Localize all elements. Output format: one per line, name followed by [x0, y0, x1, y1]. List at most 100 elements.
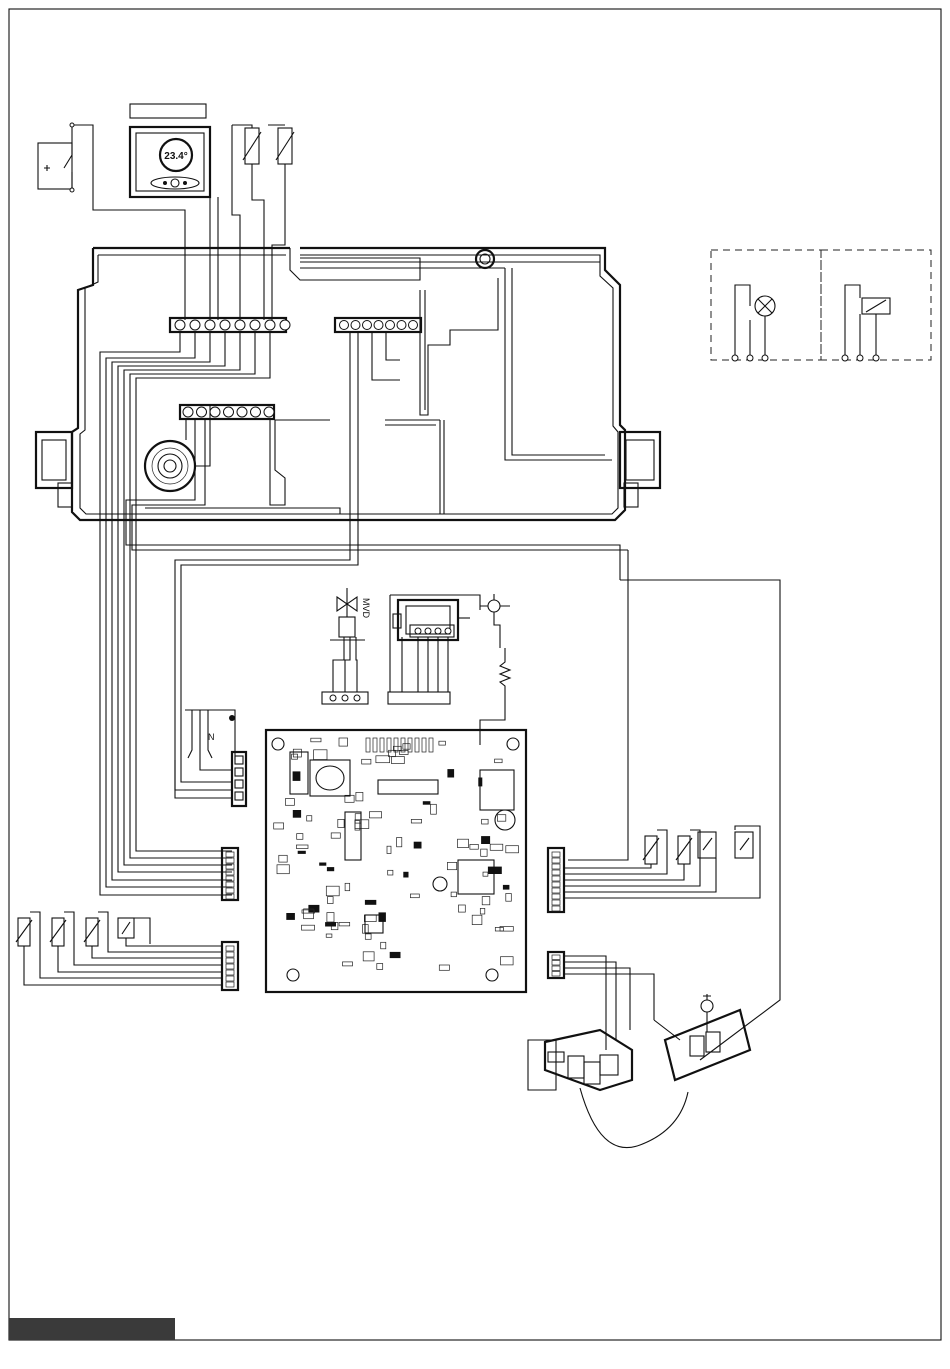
pcb-component — [373, 738, 377, 752]
pcb-component — [459, 905, 466, 912]
pcb-component — [503, 885, 510, 890]
control-panel-display: 23.4° — [130, 104, 218, 320]
pcb-component — [497, 815, 505, 822]
pcb-component — [495, 759, 503, 763]
pcb-component — [345, 883, 350, 890]
pcb-component — [470, 844, 478, 849]
pcb-component — [447, 862, 456, 869]
connector-pin — [552, 858, 560, 863]
terminal-pin — [183, 407, 193, 417]
pcb-component — [293, 771, 301, 781]
connector-pin — [552, 900, 560, 905]
pcb-component — [328, 897, 334, 904]
pcb-component — [381, 942, 386, 949]
terminal-pin — [363, 321, 372, 330]
terminal-pin — [264, 407, 274, 417]
mains-plug: N — [175, 710, 246, 806]
terminal-pin — [265, 320, 275, 330]
pcb-component — [481, 836, 490, 844]
connector-pin — [552, 966, 560, 971]
diverter-valve: MVD — [322, 588, 371, 704]
pcb-component — [274, 823, 284, 829]
terminal-pin — [210, 407, 220, 417]
pcb-component — [480, 908, 485, 914]
pcb-component — [356, 792, 363, 801]
pcb-component — [293, 810, 301, 818]
pcb-component — [365, 900, 376, 905]
gas-valve — [528, 956, 688, 1148]
pressure-gauge — [476, 250, 494, 268]
pcb-component — [286, 913, 295, 920]
pcb-component — [380, 738, 384, 752]
pcb-component — [302, 925, 315, 930]
connector-pin — [226, 958, 234, 963]
pcb-component — [327, 913, 334, 922]
pcb-component — [488, 867, 502, 874]
pcb-component — [377, 964, 383, 970]
connector-pin — [552, 882, 560, 887]
room-thermostat — [38, 123, 185, 320]
pcb-connector-right-lower — [548, 952, 564, 978]
terminal-pin — [175, 320, 185, 330]
footer-bar — [9, 1318, 175, 1340]
pcb-component — [326, 934, 332, 937]
pcb-component — [447, 769, 454, 777]
pcb-connector-left-upper — [222, 848, 238, 900]
accessory-lamp-box — [711, 250, 821, 361]
lower-left-sensors — [16, 912, 222, 985]
page-frame — [9, 9, 941, 1340]
pcb-connector-right-upper — [548, 848, 564, 912]
pcb-component — [298, 851, 306, 854]
terminal-strip-lower — [180, 405, 274, 419]
connector-pin — [226, 976, 234, 981]
terminal-pin — [409, 321, 418, 330]
connector-pin — [552, 955, 560, 960]
pcb-component — [403, 744, 410, 750]
terminal-pin — [280, 320, 290, 330]
terminal-strip-left — [170, 318, 290, 332]
pcb-component — [327, 867, 334, 871]
terminal-pin — [205, 320, 215, 330]
pcb-component — [311, 738, 321, 742]
pcb-component — [458, 839, 469, 847]
connector-pin — [226, 882, 234, 887]
pcb-component — [376, 756, 390, 763]
terminal-pin — [220, 320, 230, 330]
pcb-component — [431, 804, 437, 814]
connector-pin — [552, 906, 560, 911]
terminal-pin — [190, 320, 200, 330]
terminal-pin — [237, 407, 247, 417]
spark-electrode — [654, 994, 750, 1080]
terminal-strip-right — [335, 318, 421, 332]
pcb-component — [390, 952, 401, 958]
terminal-pin — [351, 321, 360, 330]
pcb-component — [501, 957, 514, 965]
pcb-component — [423, 801, 431, 805]
pcb-component — [403, 872, 408, 878]
fan-motor — [388, 595, 480, 704]
connector-pin — [226, 858, 234, 863]
connector-pin — [552, 876, 560, 881]
pcb-component — [388, 870, 393, 875]
terminal-pin — [374, 321, 383, 330]
pcb-component — [366, 738, 370, 752]
terminal-pin — [197, 407, 207, 417]
terminal-pin — [250, 320, 260, 330]
pcb-component — [414, 842, 422, 849]
terminal-pin — [251, 407, 261, 417]
connector-pin — [226, 982, 234, 987]
pcb-component — [481, 849, 487, 856]
electrode-icon — [701, 1000, 713, 1012]
pcb-component — [339, 738, 348, 746]
transformer — [145, 405, 210, 491]
pcb-component — [490, 844, 503, 850]
pressure-switch — [480, 594, 510, 648]
pcb-component — [279, 855, 287, 862]
pcb-component — [495, 927, 503, 931]
pcb-component — [277, 865, 289, 874]
pcb-component — [314, 750, 327, 760]
pcb-component — [394, 738, 398, 752]
pcb-component — [362, 759, 371, 764]
connector-pin — [552, 972, 560, 977]
